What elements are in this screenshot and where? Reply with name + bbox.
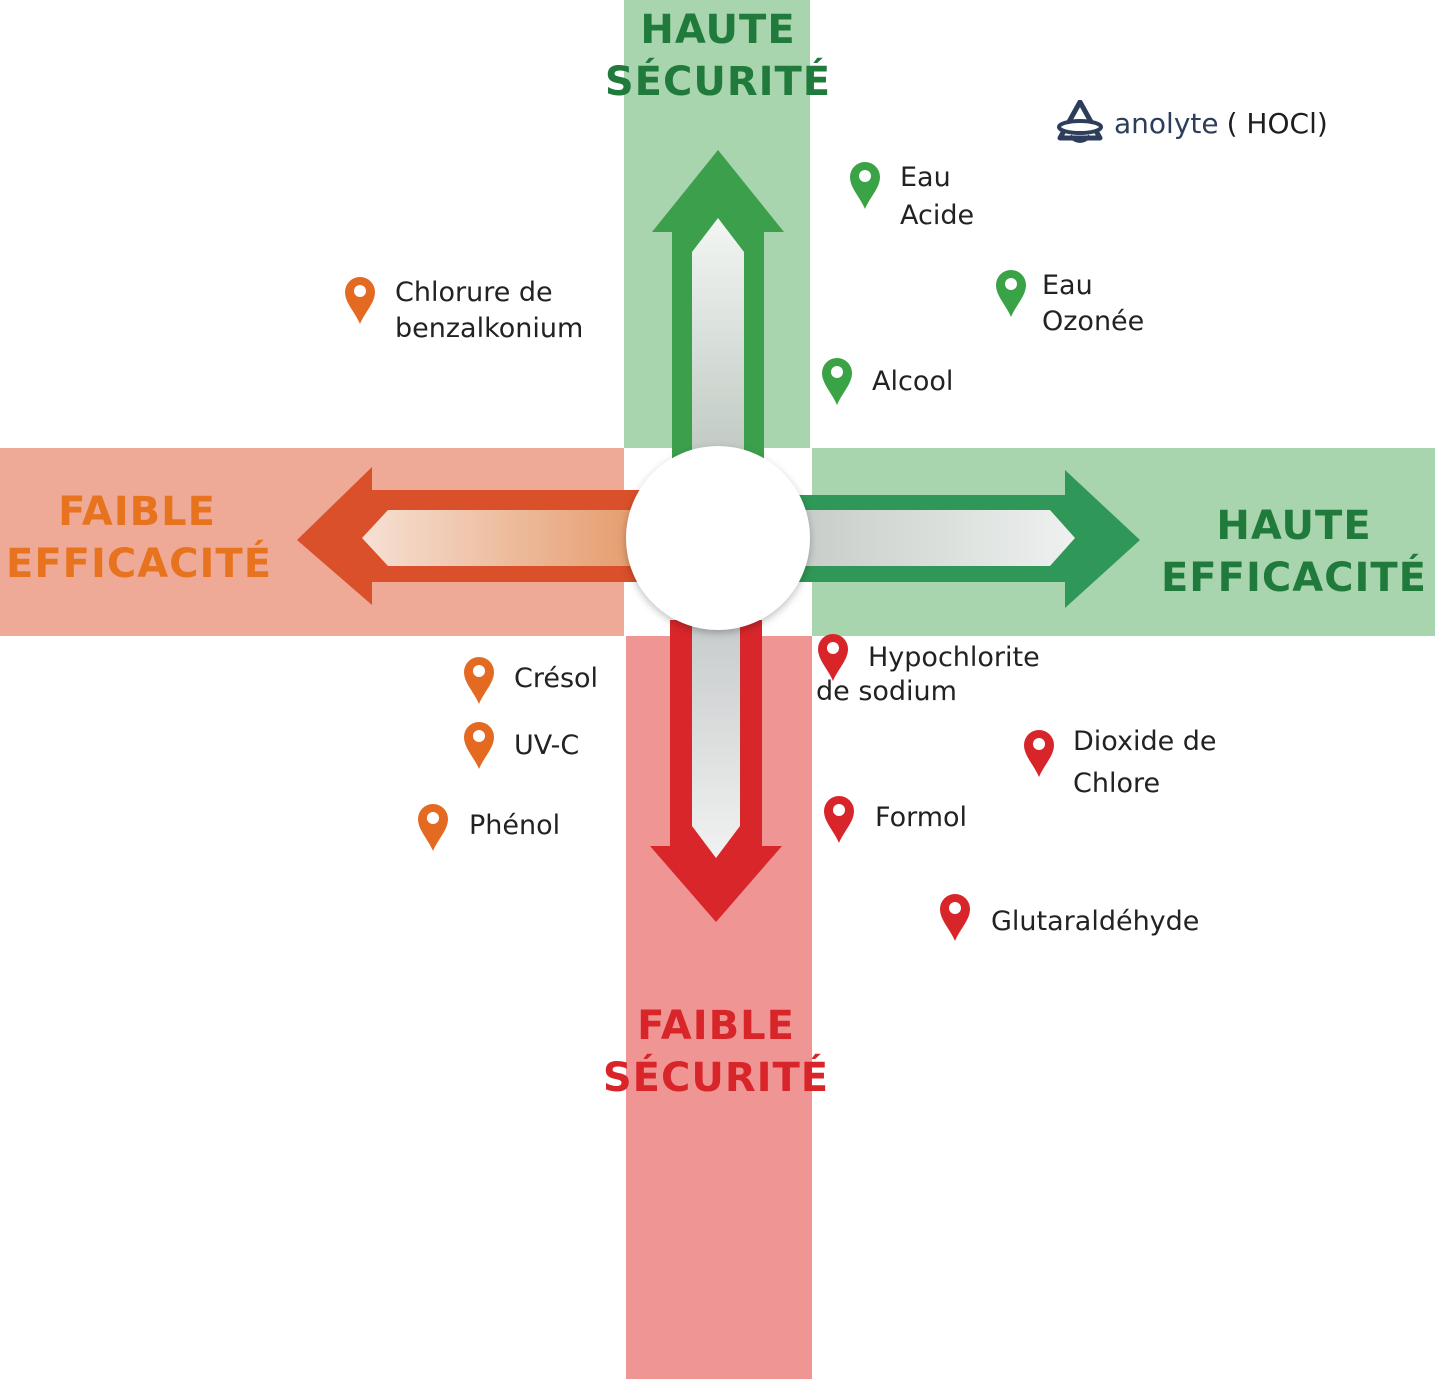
marker-label: Phénol	[469, 810, 561, 841]
axis-label-line: EFFICACITÉ	[1160, 555, 1427, 601]
axis-label-line: SÉCURITÉ	[604, 59, 832, 105]
marker-label: Chlore	[1073, 768, 1161, 799]
marker-hypochlorite: Hypochlorite de sodium	[816, 632, 1040, 710]
axis-label-line: SÉCURITÉ	[602, 1055, 830, 1101]
axis-label-line: FAIBLE	[637, 1003, 795, 1049]
location-pin-icon	[464, 722, 494, 769]
location-pin-icon	[940, 894, 970, 941]
marker-glutaraldehyde: Glutaraldéhyde	[938, 892, 1199, 942]
marker-label: Formol	[875, 802, 968, 833]
marker-label: Chlorure de	[395, 277, 553, 308]
location-pin-icon	[1024, 730, 1054, 777]
location-pin-icon	[818, 634, 848, 681]
axis-label-line: FAIBLE	[58, 489, 216, 535]
marker-formol: Formol	[822, 794, 967, 844]
marker-label: Alcool	[872, 366, 954, 397]
location-pin-icon	[996, 270, 1026, 317]
location-pin-icon	[850, 162, 880, 209]
marker-eau-acide: Eau Acide	[848, 160, 974, 234]
anolyte-logo-icon	[1057, 100, 1103, 143]
location-pin-icon	[824, 796, 854, 843]
axis-label-high-efficacy: HAUTE EFFICACITÉ	[1160, 500, 1428, 604]
location-pin-icon	[464, 657, 494, 704]
marker-label: Eau	[1042, 270, 1093, 301]
marker-label: Acide	[900, 200, 975, 231]
marker-eau-ozonee: Eau Ozonée	[994, 268, 1144, 340]
marker-label: Glutaraldéhyde	[991, 906, 1200, 937]
marker-cresol: Crésol	[462, 655, 598, 705]
marker-phenol: Phénol	[416, 802, 560, 852]
marker-label: Eau	[900, 162, 951, 193]
marker-label: UV-C	[514, 730, 580, 761]
marker-label: Ozonée	[1042, 306, 1145, 337]
marker-label: Crésol	[514, 663, 599, 694]
marker-alcool: Alcool	[820, 356, 953, 406]
center-circle	[626, 446, 810, 630]
marker-uv-c: UV-C	[462, 720, 579, 770]
brand-formula: ( HOCl)	[1226, 106, 1328, 140]
axis-label-high-safety: HAUTE SÉCURITÉ	[600, 4, 836, 108]
axis-label-line: HAUTE	[1216, 503, 1372, 549]
axis-label-line: HAUTE	[640, 7, 796, 53]
marker-label: de sodium	[816, 676, 957, 707]
location-pin-icon	[418, 804, 448, 851]
marker-label: Dioxide de	[1073, 726, 1217, 757]
axis-label-low-efficacy: FAIBLE EFFICACITÉ	[6, 486, 273, 590]
location-pin-icon	[822, 358, 852, 405]
brand-name: anolyte	[1114, 106, 1219, 140]
marker-label: Hypochlorite	[868, 642, 1040, 673]
marker-dioxide-chlore: Dioxide de Chlore	[1022, 726, 1217, 802]
location-pin-icon	[345, 277, 375, 324]
marker-chlorure-benzalkonium: Chlorure de benzalkonium	[343, 275, 583, 347]
anolyte-brand: anolyte ( HOCl)	[1056, 100, 1328, 146]
axis-label-low-safety: FAIBLE SÉCURITÉ	[596, 1000, 836, 1104]
axis-label-line: EFFICACITÉ	[6, 541, 273, 587]
marker-label: benzalkonium	[395, 313, 584, 344]
